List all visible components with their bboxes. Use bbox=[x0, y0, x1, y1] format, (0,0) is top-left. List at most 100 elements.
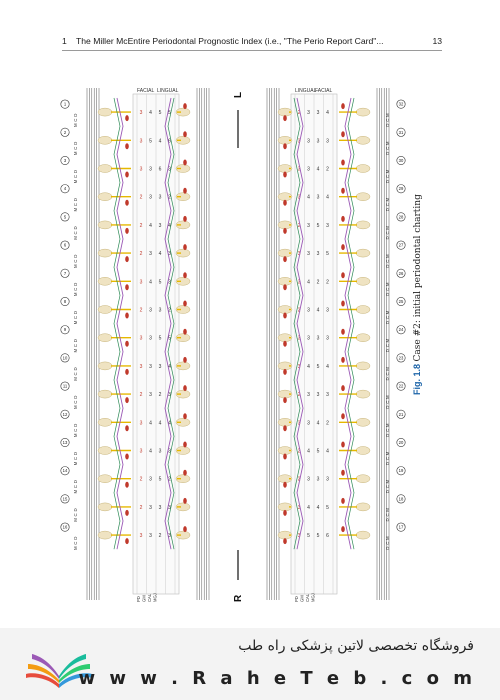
table-cell-value: 3 bbox=[326, 223, 329, 229]
tooth-number-circle bbox=[60, 381, 70, 391]
table-cell-value: 3 bbox=[307, 138, 310, 144]
tooth-number: 16 bbox=[63, 525, 68, 530]
table-cell-value: 3 bbox=[140, 420, 143, 426]
surface-letter: C bbox=[73, 429, 78, 432]
table-cell-value: 3 bbox=[149, 392, 152, 398]
surface-letter: D bbox=[385, 265, 390, 268]
table-cell-value: 2 bbox=[159, 533, 162, 539]
tooth-number-circle bbox=[396, 437, 406, 447]
tooth-crown-icon bbox=[175, 136, 191, 145]
table-cell-value: 3 bbox=[307, 167, 310, 173]
table-cell-value: 3 bbox=[307, 251, 310, 257]
table-cell-value: 4 bbox=[307, 364, 310, 370]
table-cell-value: 4 bbox=[307, 195, 310, 201]
bleeding-point-marker bbox=[183, 385, 187, 392]
bleeding-point-marker bbox=[125, 143, 129, 150]
tooth-number-circle bbox=[396, 522, 406, 532]
figure-label: Fig. 1.8 bbox=[412, 363, 422, 395]
tooth-crown-icon bbox=[175, 474, 191, 483]
table-cell-value: 5 bbox=[159, 477, 162, 483]
bleeding-point-marker bbox=[125, 481, 129, 488]
bleeding-point-marker bbox=[183, 272, 187, 279]
bleeding-point-marker bbox=[183, 300, 187, 307]
table-cell-value: 5 bbox=[159, 110, 162, 116]
surface-letter: C bbox=[385, 147, 390, 150]
row-label: MGJ bbox=[311, 593, 316, 602]
tooth-number-circle bbox=[60, 184, 70, 194]
tooth-number: 21 bbox=[399, 412, 404, 417]
bleeding-point-marker bbox=[283, 453, 287, 460]
table-cell-value: 3 bbox=[317, 392, 320, 398]
table-cell-value: 5 bbox=[326, 251, 329, 257]
surface-letter: M bbox=[385, 423, 390, 427]
table-cell-value: 2 bbox=[326, 420, 329, 426]
bleeding-point-marker bbox=[125, 340, 129, 347]
table-cell-value: 3 bbox=[159, 449, 162, 455]
tooth-number: 1 bbox=[64, 102, 67, 107]
tooth-number: 27 bbox=[399, 243, 404, 248]
bleeding-point-marker bbox=[183, 244, 187, 251]
table-cell-value: 2 bbox=[140, 195, 143, 201]
surface-letter: D bbox=[73, 339, 78, 342]
tooth-number: 17 bbox=[399, 525, 404, 530]
bleeding-point-marker bbox=[125, 397, 129, 404]
tooth-crown-icon bbox=[175, 418, 191, 427]
table-cell-value: 4 bbox=[317, 167, 320, 173]
surface-letter: M bbox=[73, 490, 78, 494]
bleeding-point-marker bbox=[283, 538, 287, 545]
surface-letter: M bbox=[73, 349, 78, 353]
tooth-number: 15 bbox=[63, 496, 68, 501]
bleeding-point-marker bbox=[341, 497, 345, 504]
surface-letter: D bbox=[73, 255, 78, 258]
surface-letter: D bbox=[385, 124, 390, 127]
tooth-number: 19 bbox=[399, 468, 404, 473]
bleeding-point-marker bbox=[183, 131, 187, 138]
tooth-number: 3 bbox=[64, 158, 67, 163]
tooth-crown-icon bbox=[175, 305, 191, 314]
tooth-crown-icon bbox=[355, 361, 371, 371]
bleeding-point-marker bbox=[125, 227, 129, 234]
table-cell-value: 2 bbox=[168, 195, 171, 201]
table-cell-value: 4 bbox=[317, 308, 320, 314]
table-cell-value: 3 bbox=[307, 336, 310, 342]
table-cell-value: 5 bbox=[168, 336, 171, 342]
surface-letter: M bbox=[385, 536, 390, 540]
surface-letter: M bbox=[385, 395, 390, 399]
surface-letter: M bbox=[385, 282, 390, 286]
tooth-crown-icon bbox=[355, 248, 371, 258]
surface-letter: C bbox=[385, 316, 390, 319]
surface-letter: M bbox=[385, 169, 390, 173]
cal-line bbox=[347, 97, 355, 550]
bleeding-point-marker bbox=[183, 215, 187, 222]
table-cell-value: 4 bbox=[149, 223, 152, 229]
table-cell-value: 3 bbox=[298, 533, 301, 539]
surface-letter: C bbox=[73, 231, 78, 234]
bleeding-point-marker bbox=[183, 497, 187, 504]
surface-letter: C bbox=[73, 316, 78, 319]
table-cell-value: 3 bbox=[149, 195, 152, 201]
surface-letter: C bbox=[73, 175, 78, 178]
table-cell-value: 4 bbox=[326, 110, 329, 116]
table-cell-value: 3 bbox=[159, 195, 162, 201]
tooth-number: 7 bbox=[64, 271, 67, 276]
tooth-number-circle bbox=[396, 156, 406, 166]
table-cell-value: 4 bbox=[168, 420, 171, 426]
tooth-crown-icon bbox=[355, 305, 371, 314]
tooth-number: 4 bbox=[64, 186, 67, 191]
bleeding-point-marker bbox=[183, 413, 187, 420]
table-cell-value: 3 bbox=[326, 336, 329, 342]
table-cell-value: 3 bbox=[159, 223, 162, 229]
bleeding-point-marker bbox=[341, 469, 345, 476]
table-cell-value: 2 bbox=[326, 279, 329, 285]
surface-letter: M bbox=[73, 236, 78, 240]
bone-level-line bbox=[116, 97, 124, 550]
table-cell-value: 3 bbox=[140, 279, 143, 285]
tooth-crown-icon bbox=[97, 192, 113, 201]
surface-letter: M bbox=[385, 113, 390, 117]
table-cell-value: 5 bbox=[317, 533, 320, 539]
table-cell-value: 4 bbox=[159, 420, 162, 426]
tooth-number: 8 bbox=[64, 299, 67, 304]
tooth-number: 18 bbox=[399, 496, 404, 501]
row-label: MGJ bbox=[153, 593, 158, 602]
bleeding-point-marker bbox=[283, 368, 287, 375]
